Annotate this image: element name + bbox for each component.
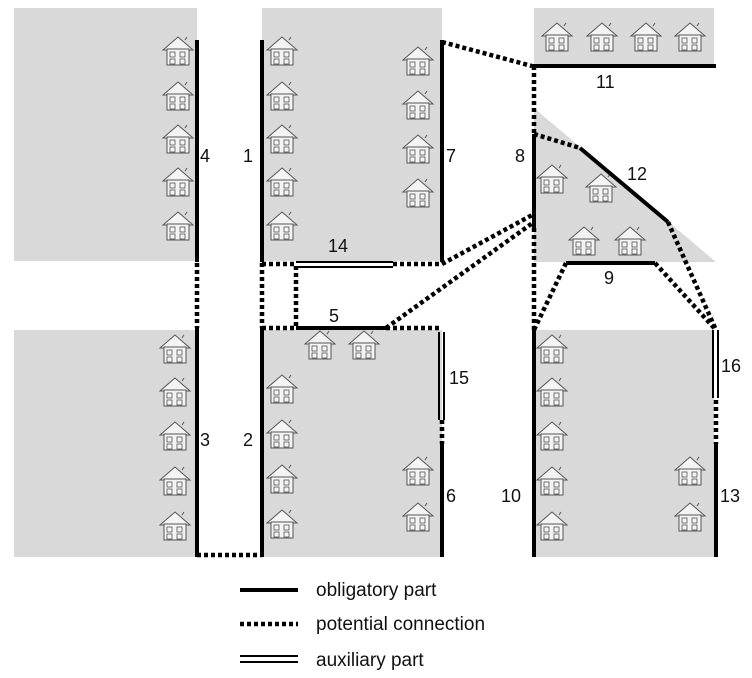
label-7: 7 [446, 146, 456, 166]
segment-12 [578, 146, 670, 224]
label-11: 11 [596, 72, 615, 92]
segment-labels: 1 2 3 4 5 6 7 8 9 10 11 12 13 14 15 16 [200, 72, 741, 506]
connection-12-16 [665, 221, 719, 331]
label-9: 9 [604, 268, 614, 288]
label-12: 12 [627, 164, 647, 184]
label-6: 6 [446, 486, 456, 506]
obligatory-parts [195, 40, 718, 557]
legend-potential-label: potential connection [316, 614, 485, 635]
label-14: 14 [328, 236, 348, 256]
label-13: 13 [720, 486, 740, 506]
connection-5-8 [384, 220, 536, 330]
potential-connections [194, 39, 719, 558]
connection-8-12 [533, 131, 581, 151]
connection-7-11 [441, 39, 533, 69]
connection-9-10 [531, 262, 569, 331]
segment-15 [438, 332, 445, 420]
label-15: 15 [449, 368, 469, 388]
label-1: 1 [243, 146, 253, 166]
legend-auxiliary-label: auxiliary part [316, 650, 424, 671]
label-4: 4 [200, 146, 210, 166]
label-5: 5 [329, 306, 339, 326]
segment-14 [296, 261, 393, 268]
auxiliary-parts [296, 261, 719, 420]
label-8: 8 [515, 146, 525, 166]
label-10: 10 [501, 486, 521, 506]
connection-7-8 [440, 212, 536, 266]
label-16: 16 [721, 356, 741, 376]
legend-obligatory-label: obligatory part [316, 580, 437, 601]
segment-16 [712, 330, 719, 398]
label-3: 3 [200, 430, 210, 450]
legend: obligatory part potential connection aux… [240, 580, 485, 671]
label-2: 2 [243, 430, 253, 450]
connection-9-16 [653, 261, 718, 332]
